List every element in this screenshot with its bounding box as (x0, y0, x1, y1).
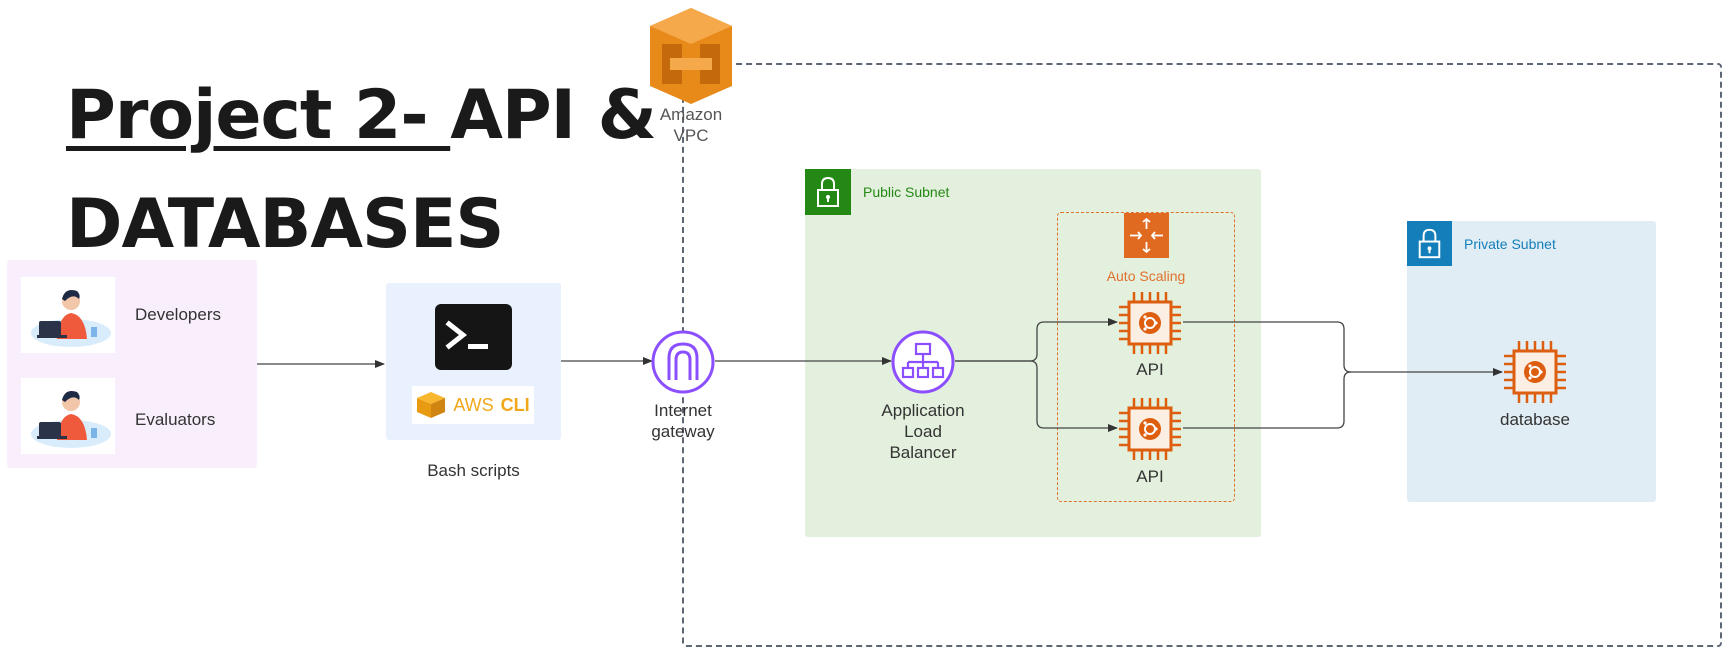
alb-label-line1: Application (881, 401, 965, 420)
aws-cli-logo: AWS CLI (412, 386, 534, 424)
load-balancer-icon (891, 330, 955, 394)
developer-avatar (21, 277, 115, 353)
api-instance-chip-icon (1119, 292, 1181, 354)
alb-to-api2-arrow (955, 360, 1118, 432)
internet-gateway-line1: Internet (654, 401, 712, 420)
aws-cli-cube-icon (417, 392, 446, 418)
private-subnet-label: Private Subnet (1464, 236, 1556, 252)
vpc-label-line1: Amazon (659, 105, 723, 124)
private-subnet-lock-icon (1407, 221, 1452, 266)
auto-scaling-group (1057, 212, 1235, 502)
cli-text: CLI (500, 394, 530, 415)
api2-to-db-line (1183, 371, 1352, 429)
title-underlined: Project 2- (66, 76, 451, 155)
public-subnet-lock-icon (805, 169, 851, 215)
page-title-line2: DATABASES (66, 185, 504, 264)
api-instance-chip-icon (1119, 398, 1181, 460)
internet-gateway-line2: gateway (651, 422, 715, 441)
internet-gateway-icon (651, 330, 715, 394)
internet-gateway-label: Internet gateway (628, 400, 738, 442)
developers-label: Developers (135, 305, 221, 324)
page-title: Project 2- API & (66, 82, 657, 150)
cli-group: AWS CLI (386, 283, 561, 440)
evaluators-label: Evaluators (135, 410, 216, 429)
terminal-icon (435, 304, 512, 370)
api-label-2: API (1136, 467, 1164, 486)
aws-text: AWS (453, 394, 494, 415)
alb-label-line3: Balancer (889, 443, 957, 462)
amazon-vpc-icon (650, 8, 732, 104)
database-chip-icon (1504, 341, 1566, 403)
vpc-label-line2: VPC (673, 126, 709, 145)
auto-scaling-label: Auto Scaling (1106, 268, 1186, 284)
bash-scripts-label: Bash scripts (427, 461, 520, 480)
evaluator-avatar (21, 378, 115, 454)
auto-scaling-icon (1124, 213, 1169, 258)
database-label: database (1500, 410, 1570, 429)
alb-label: Application Load Balancer (858, 400, 988, 463)
api-label-1: API (1136, 360, 1164, 379)
api1-to-db-arrow (1183, 321, 1503, 376)
alb-to-api1-arrow (955, 318, 1118, 362)
users-group: Developers Evaluators (7, 260, 257, 468)
vpc-label: Amazon VPC (640, 104, 742, 146)
public-subnet-label: Public Subnet (863, 184, 950, 200)
title-rest: API & (450, 76, 657, 155)
public-subnet (805, 169, 1261, 537)
alb-label-line2: Load (904, 422, 942, 441)
